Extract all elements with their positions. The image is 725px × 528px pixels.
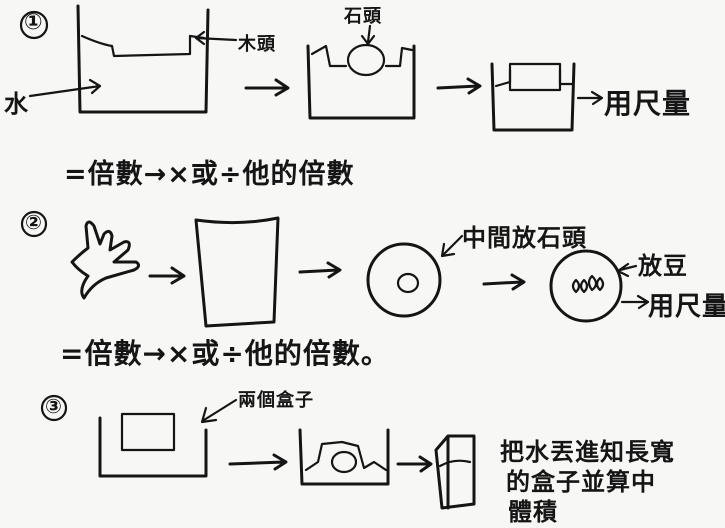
step1-stone-water — [310, 44, 414, 68]
step2-center-stone-label: 中間放石頭 — [462, 224, 587, 252]
step2-center-pointer — [440, 234, 464, 258]
step3-instruction-line3: 體積 — [508, 498, 558, 526]
step3-two-boxes-label: 兩個盒子 — [238, 390, 314, 411]
pea-circle-sketch — [549, 249, 623, 323]
step1-measure-container — [490, 62, 576, 132]
step3-marker-circle — [40, 394, 68, 422]
step2-pea-arrow — [616, 262, 638, 278]
step1-flow-arrow-2 — [436, 77, 482, 95]
step1-stone-label: 石頭 — [344, 6, 382, 27]
step3-water — [304, 440, 388, 472]
step2-formula: =倍數→×或÷他的倍數。 — [60, 337, 390, 370]
step3-measure-box — [434, 434, 476, 510]
ring-sketch — [366, 242, 442, 318]
step3-flow-arrow-2 — [396, 455, 433, 473]
step3-boxes-pointer — [200, 398, 238, 424]
step1-formula: =倍數→×或÷他的倍數 — [64, 159, 355, 190]
step3-container — [298, 428, 390, 486]
step1-wood-label: 木頭 — [238, 34, 276, 55]
step2-flow-arrow-3 — [482, 273, 526, 291]
step2-flow-arrow-2 — [298, 261, 342, 279]
step3-instruction-line2: 的盒子並算中 — [506, 468, 656, 496]
step3-tray — [98, 416, 208, 478]
step1-measure-label: 用尺量 — [604, 87, 692, 120]
step1-container — [76, 4, 210, 114]
step3-stone — [330, 450, 358, 474]
ring-inner — [396, 272, 420, 294]
step2-marker-circle — [20, 210, 48, 238]
step3-measure-water — [438, 459, 472, 468]
step3-inner-box — [120, 412, 176, 452]
paper-sketch — [194, 216, 280, 328]
step3-flow-arrow-1 — [228, 453, 288, 471]
stone-shape — [346, 43, 386, 77]
step1-water-label: 水 — [4, 90, 29, 118]
step1-marker: ① — [24, 10, 44, 35]
step2-marker: ② — [25, 210, 43, 234]
step1-flow-arrow-1 — [244, 78, 290, 97]
step1-wood-arrow — [194, 30, 238, 46]
step1-measure-block — [508, 62, 562, 92]
hand-sketch — [70, 220, 141, 300]
step1-water-surface — [80, 34, 206, 58]
step3-marker: ③ — [45, 394, 63, 418]
step1-measure-arrow — [576, 90, 604, 106]
step1-marker-circle — [19, 10, 49, 40]
step2-flow-arrow-1 — [148, 266, 186, 285]
pea-sketch — [571, 274, 605, 294]
step1-stone-container — [306, 44, 416, 120]
step2-measure-label: 用尺量 — [648, 292, 725, 322]
step3-instruction-line1: 把水丟進知長寬 — [500, 438, 675, 466]
step2-measure-arrow — [620, 294, 650, 310]
step1-water-arrow — [28, 78, 102, 98]
step2-put-pea-label: 放豆 — [638, 252, 688, 280]
step1-stone-pointer — [360, 24, 376, 46]
